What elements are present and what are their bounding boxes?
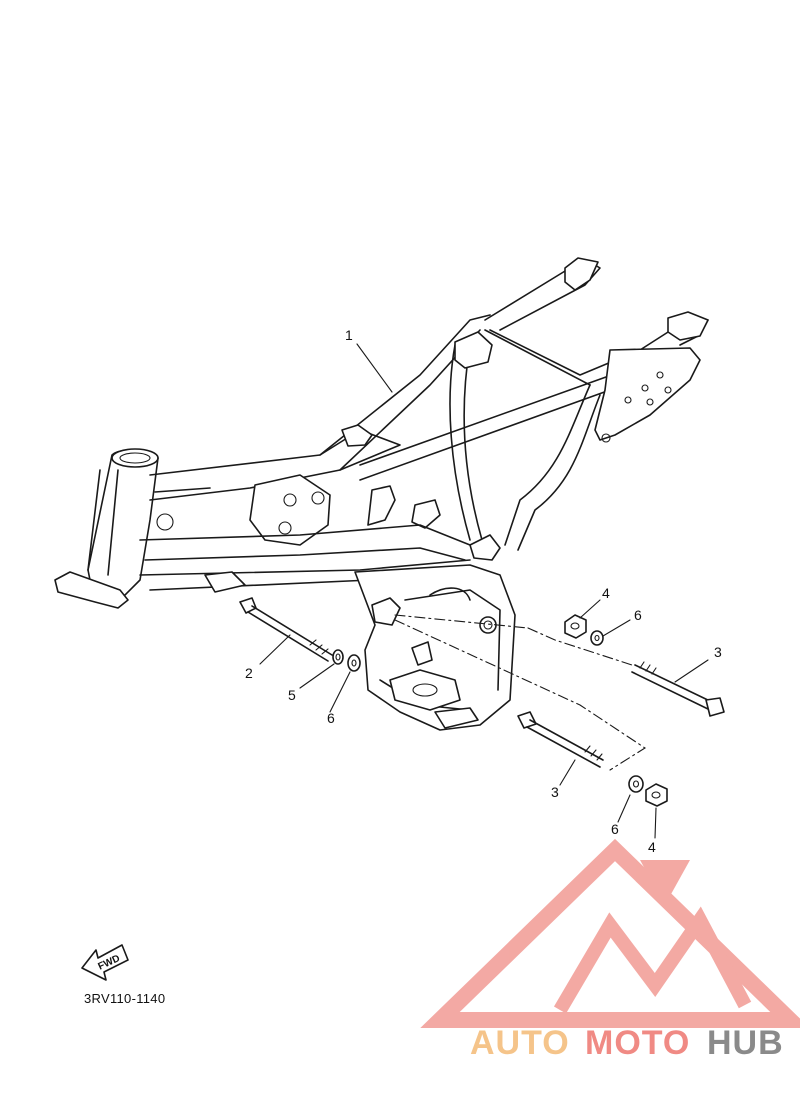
callout-4-lower: 4 <box>648 839 656 855</box>
bolt-3-lower <box>517 711 604 768</box>
callout-6-lower: 6 <box>611 821 619 837</box>
callout-6-upper: 6 <box>634 607 642 623</box>
assembly-lines <box>394 614 647 771</box>
leader-lines <box>259 343 709 839</box>
watermark-moto: MOTO <box>585 1024 690 1062</box>
nut-4-lower <box>645 783 668 807</box>
watermark-auto: AUTO <box>470 1024 570 1062</box>
watermark-logo <box>420 838 800 1028</box>
watermark-hub: HUB <box>707 1024 784 1062</box>
bolt-3-upper <box>631 661 725 717</box>
callout-3-upper: 3 <box>714 644 722 660</box>
fwd-arrow-icon: FWD <box>81 944 129 981</box>
callout-4-upper: 4 <box>602 585 610 601</box>
washer-6-left <box>347 654 361 672</box>
washer-6-upper <box>590 630 604 646</box>
part-code: 3RV110-1140 <box>84 991 165 1006</box>
nut-4-upper <box>564 614 587 639</box>
callout-3-lower: 3 <box>551 784 559 800</box>
main-frame <box>54 257 709 731</box>
washer-6-lower <box>628 775 644 793</box>
callout-1: 1 <box>345 327 353 343</box>
callout-2: 2 <box>245 665 253 681</box>
bolt-2 <box>239 597 333 662</box>
callout-labels: 1 2 3 3 4 4 5 6 6 6 <box>245 327 722 855</box>
callout-5: 5 <box>288 687 296 703</box>
callout-6-left: 6 <box>327 710 335 726</box>
watermark-text: AUTO MOTO HUB <box>470 1024 784 1062</box>
washer-5 <box>332 649 344 665</box>
